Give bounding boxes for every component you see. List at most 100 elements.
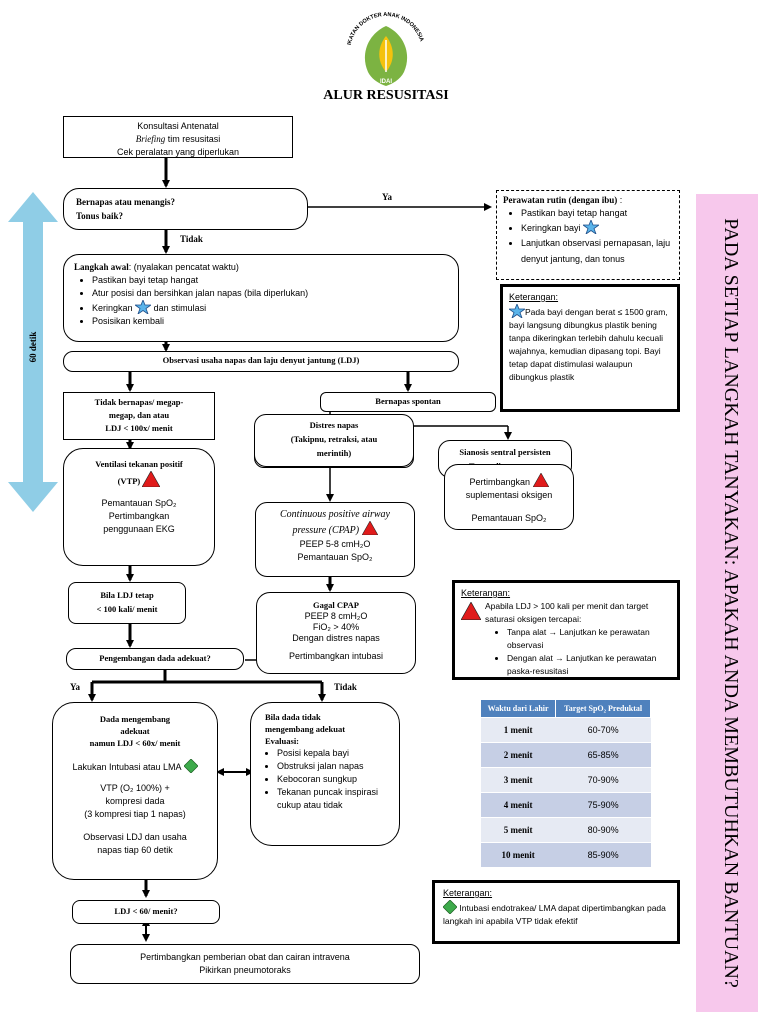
warning-triangle-icon [361, 520, 378, 536]
cpap-line4: Pemantauan SpO₂ [297, 552, 373, 562]
keterangan2-item-1: Tanpa alat → Lanjutkan ke perawatan obse… [507, 626, 671, 652]
vtp-line2: Pertimbangkan [108, 511, 170, 521]
cpap-line2: pressure (CPAP) [256, 520, 414, 538]
label-ya: Ya [382, 192, 393, 202]
idai-logo: IKATAN DOKTER ANAK INDONESIA IDAI [338, 6, 434, 90]
box-langkah-awal: Langkah awal: (nyalakan pencatat waktu) … [63, 254, 459, 342]
dada-line6: kompresi dada [105, 796, 165, 806]
keterangan2-content: Apabila LDJ > 100 kali per menit dan tar… [461, 600, 671, 678]
right-banner-text: PADA SETIAP LANGKAH TANYAKAN: APAKAH AND… [720, 218, 742, 988]
keterangan2-title: Keterangan: [461, 588, 511, 598]
table-cell-waktu: 1 menit [480, 717, 556, 743]
box-tidak-bernapas: Tidak bernapas/ megap- megap, dan atau L… [63, 392, 215, 440]
antenatal-line3: Cek peralatan yang diperlukan [116, 147, 240, 157]
note-keterangan-3: Keterangan: Intubasi endotrakea/ LMA dap… [432, 880, 680, 944]
box-antenatal: Konsultasi Antenatal Briefing tim resusi… [63, 116, 293, 158]
warning-triangle-icon [461, 602, 481, 620]
sianosis-line1: Sianosis sentral persisten [459, 447, 551, 457]
table-cell-waktu: 5 menit [480, 817, 556, 843]
table-cell-waktu: 2 menit [480, 742, 556, 768]
dada-tidak-item-1: Posisi kepala bayi [277, 747, 391, 760]
rutin-title: Perawatan rutin (dengan ibu) [503, 195, 618, 205]
dada-line7: (3 kompresi tiap 1 napas) [84, 809, 186, 819]
rutin-item-3: Lanjutkan observasi pernapasan, laju den… [521, 235, 673, 267]
dada-tidak-line2: mengembang adekuat [265, 724, 346, 734]
suplementasi-line1: Pertimbangkan [469, 477, 531, 487]
cpap-line1: Continuous positive airway [280, 509, 390, 520]
box-pengembangan: Pengembangan dada adekuat? [66, 648, 244, 670]
table-cell-waktu: 10 menit [480, 842, 556, 867]
vtp-title: Ventilasi tekanan positif [95, 459, 183, 469]
box-observasi: Observasi usaha napas dan laju denyut ja… [63, 351, 459, 372]
vtp-line1: Pemantauan SpO₂ [101, 498, 177, 508]
distres-line3: merintih) [316, 448, 352, 458]
rutin-title-suffix: : [617, 195, 623, 205]
antenatal-line1: Konsultasi Antenatal [137, 121, 219, 131]
dada-line4-row: Lakukan Intubasi atau LMA [53, 758, 217, 774]
box-gagal-cpap: Gagal CPAP PEEP 8 cmH₂O FiO₂ > 40% Denga… [256, 592, 416, 674]
side-arrow-label: 60 detik [28, 331, 38, 363]
suplementasi-line1-row: Pertimbangkan [445, 472, 573, 489]
cpap-line3: PEEP 5-8 cmH₂O [299, 539, 371, 549]
vtp-abbr-row: (VTP) [64, 470, 214, 489]
distres-line2: (Takipnu, retraksi, atau [290, 434, 378, 444]
dada-tidak-item-3: Kebocoran sungkup [277, 773, 391, 786]
tidak-bernapas-line1: Tidak bernapas/ megap- [94, 397, 184, 407]
note-keterangan-1: Keterangan: Pada bayi dengan berat ≤ 150… [500, 284, 680, 412]
dada-line9: napas tiap 60 detik [97, 845, 173, 855]
diamond-icon [442, 899, 458, 915]
dada-tidak-line3: Evaluasi: [265, 736, 300, 746]
bernapas-spontan-text: Bernapas spontan [375, 396, 441, 406]
briefing-text: Briefing [135, 134, 166, 144]
distres-line1: Distres napas [309, 420, 359, 430]
table-cell-target: 85-90% [555, 842, 651, 867]
dada-tidak-item-2: Obstruksi jalan napas [277, 760, 391, 773]
note-keterangan-2: Keterangan: Apabila LDJ > 100 kali per m… [452, 580, 680, 680]
awal-title-suffix: : (nyalakan pencatat waktu) [128, 262, 239, 272]
box-vtp: Ventilasi tekanan positif (VTP) Pemantau… [63, 448, 215, 566]
warning-triangle-icon [532, 472, 549, 488]
box-perawatan-rutin: Perawatan rutin (dengan ibu) : Pastikan … [496, 190, 680, 280]
box-bila-ldj: Bila LDJ tetap < 100 kali/ menit [68, 582, 186, 624]
table-cell-target: 65-85% [555, 742, 651, 768]
dada-line5: VTP (O₂ 100%) + [100, 783, 170, 793]
table-cell-waktu: 4 menit [480, 792, 556, 818]
table-cell-target: 75-90% [555, 792, 651, 818]
awal-item-2: Atur posisi dan bersihkan jalan napas (b… [92, 287, 448, 300]
vtp-abbr: (VTP) [117, 476, 141, 486]
side-arrow-60-detik: 60 detik [8, 192, 58, 512]
awal-item-4: Posisikan kembali [92, 315, 448, 328]
keterangan1-text: Pada bayi dengan berat ≤ 1500 gram, bayi… [509, 307, 668, 382]
antenatal-line2-rest: tim resusitasi [165, 134, 221, 144]
keterangan3-text: Intubasi endotrakea/ LMA dapat dipertimb… [443, 903, 666, 926]
awal-item-3a: Keringkan [92, 303, 133, 313]
table-cell-waktu: 3 menit [480, 767, 556, 793]
table-cell-target: 60-70% [555, 717, 651, 743]
keterangan3-body: Intubasi endotrakea/ LMA dapat dipertimb… [442, 899, 669, 928]
bernapas-line2: Tonus baik? [76, 211, 123, 221]
bernapas-line1: Bernapas atau menangis? [76, 197, 176, 207]
cpap-abbr: (CPAP) [328, 525, 360, 536]
keterangan1-body: Pada bayi dengan berat ≤ 1500 gram, bayi… [507, 302, 671, 384]
obat-line2: Pikirkan pneumotoraks [199, 965, 291, 975]
suplementasi-line3: Pemantauan SpO₂ [471, 513, 547, 523]
star-icon [581, 218, 601, 236]
box-suplementasi: Pertimbangkan suplementasi oksigen Peman… [444, 464, 574, 530]
obat-line1: Pertimbangkan pemberian obat dan cairan … [140, 952, 350, 962]
box-ldj-60: LDJ < 60/ menit? [72, 900, 220, 924]
rutin-item-1: Pastikan bayi tetap hangat [521, 207, 673, 220]
star-icon [133, 298, 153, 316]
box-distres: Distres napas (Takipnu, retraksi, atau m… [254, 414, 414, 467]
keterangan2-item-2: Dengan alat → Lanjutkan ke perawatan pas… [507, 652, 671, 678]
dada-line4: Lakukan Intubasi atau LMA [72, 762, 182, 772]
suplementasi-line2: suplementasi oksigen [465, 490, 553, 500]
box-dada-mengembang: Dada mengembang adekuat namun LDJ < 60x/… [52, 702, 218, 880]
bila-ldj-line1: Bila LDJ tetap [100, 590, 154, 600]
label-tidak-2: Tidak [334, 682, 357, 692]
dada-tidak-line1: Bila dada tidak [265, 712, 321, 722]
